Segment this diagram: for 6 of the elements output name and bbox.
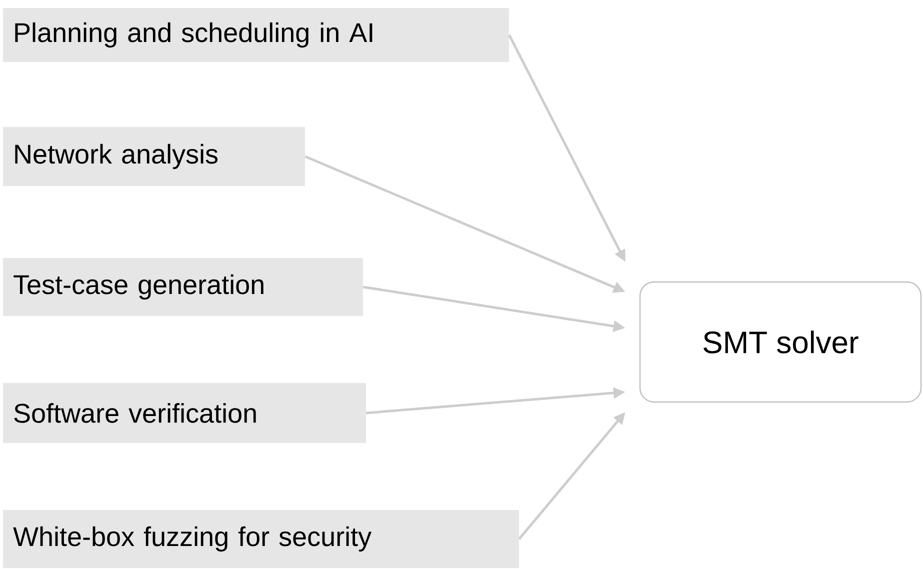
application-box: Network analysis bbox=[3, 127, 305, 186]
solver-box: SMT solver bbox=[639, 281, 922, 403]
application-box: Test-case generation bbox=[3, 258, 363, 316]
application-box: Planning and scheduling in AI bbox=[3, 8, 509, 62]
application-box: Software verification bbox=[3, 382, 366, 443]
application-box: White-box fuzzing for security bbox=[3, 510, 519, 568]
